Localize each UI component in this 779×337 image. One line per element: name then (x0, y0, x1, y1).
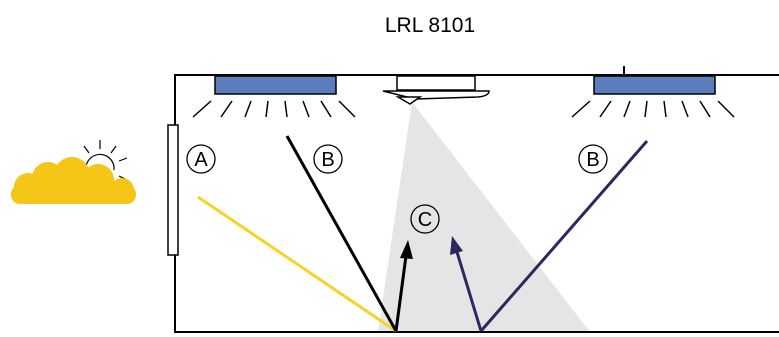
svg-text:C: C (418, 209, 432, 231)
ceiling-sensor-icon (382, 75, 490, 105)
direct-ray-left (285, 135, 398, 332)
direct-ray-right (479, 140, 649, 332)
luminaire-left (192, 75, 356, 118)
reflected-ray-black (394, 240, 413, 332)
diagram-title: LRL 8101 (384, 14, 476, 37)
daylight-ray (197, 195, 397, 333)
label-b-right: B (578, 144, 608, 174)
reflected-ray-navy (450, 236, 483, 332)
label-b-left: B (313, 144, 343, 174)
svg-text:B: B (321, 149, 334, 171)
label-c: C (410, 204, 440, 234)
luminaire-right (571, 75, 735, 118)
window (167, 124, 179, 256)
room-outline (174, 66, 779, 333)
label-a: A (186, 144, 216, 174)
sensor-detection-cone (378, 102, 590, 332)
svg-text:B: B (586, 149, 599, 171)
sun-behind-cloud-icon (11, 140, 136, 204)
svg-text:A: A (194, 149, 208, 171)
